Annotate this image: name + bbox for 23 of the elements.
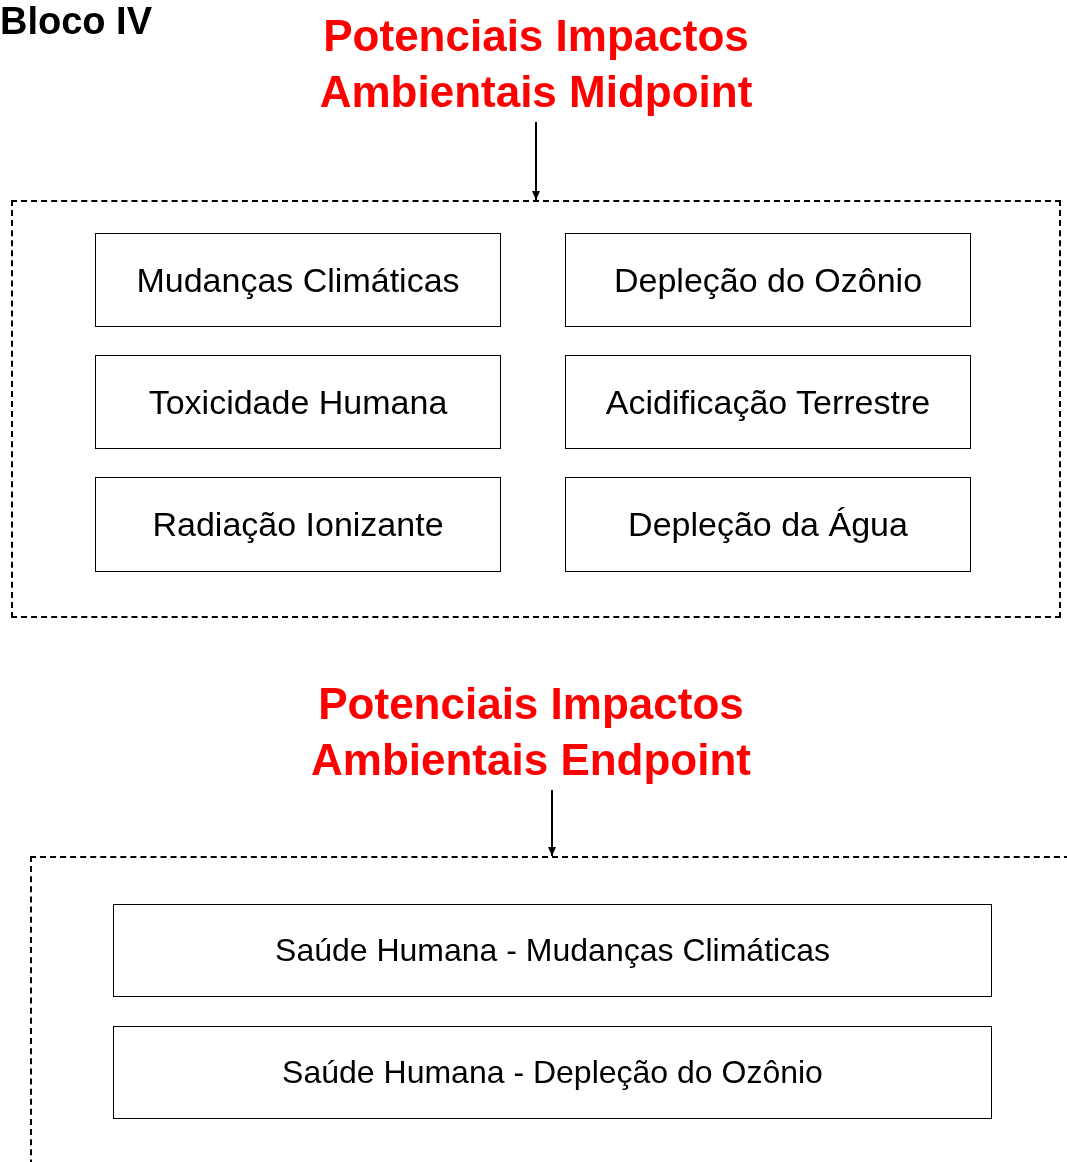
category-label: Saúde Humana - Depleção do Ozônio bbox=[282, 1054, 823, 1091]
dashed-group-frame bbox=[11, 200, 1061, 618]
category-box bbox=[95, 355, 501, 449]
category-box bbox=[565, 233, 971, 327]
category-box bbox=[95, 233, 501, 327]
category-label: Acidificação Terrestre bbox=[605, 382, 931, 422]
dashed-group-frame bbox=[30, 856, 1067, 1162]
section-heading: Potenciais Impactos Ambientais Endpoint bbox=[291, 676, 771, 790]
arrow bbox=[532, 121, 540, 201]
arrow bbox=[548, 789, 556, 857]
category-box bbox=[113, 1026, 992, 1119]
category-label: Depleção da Água bbox=[628, 505, 908, 544]
category-label: Saúde Humana - Mudanças Climáticas bbox=[275, 932, 830, 969]
diagram-title: Bloco IV bbox=[0, 0, 153, 43]
category-label: Mudanças Climáticas bbox=[136, 260, 460, 300]
section-heading: Potenciais Impactos Ambientais Midpoint bbox=[296, 8, 776, 122]
category-box bbox=[113, 904, 992, 997]
category-box bbox=[565, 477, 971, 572]
category-label: Depleção do Ozônio bbox=[613, 260, 923, 300]
category-label: Toxicidade Humana bbox=[148, 382, 448, 422]
category-box bbox=[95, 477, 501, 572]
category-label: Radiação Ionizante bbox=[152, 505, 444, 544]
category-box bbox=[565, 355, 971, 449]
